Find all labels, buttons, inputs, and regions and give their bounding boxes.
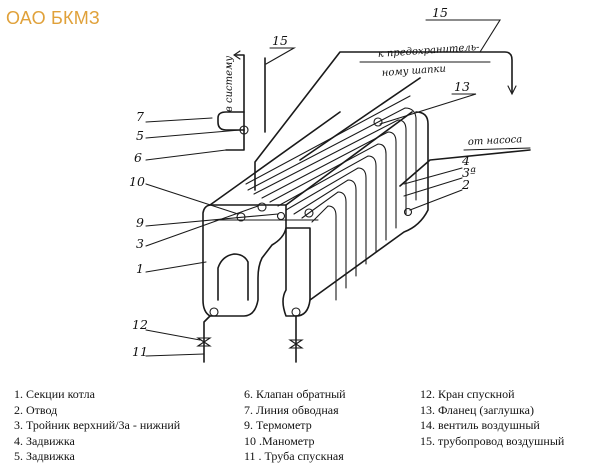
- system-arrow: [233, 50, 241, 60]
- drain-joint-left: [209, 307, 219, 317]
- callout-labels: 7 5 6 10 9 3 1 12 11 15 15 13 4 3ª 2: [129, 5, 476, 359]
- legend-item: 11 . Труба спускная: [244, 449, 344, 464]
- legend-column-3: 12. Кран спускной 13. Фланец (заглушка) …: [420, 387, 564, 449]
- callout-13: 13: [454, 79, 470, 94]
- front-outline: [202, 204, 287, 317]
- callout-15-mid: 15: [272, 33, 288, 48]
- section-7: [293, 179, 357, 277]
- leader-1: [145, 261, 207, 273]
- thermometer-9: [276, 211, 286, 221]
- leader-11: [145, 353, 205, 357]
- legend-item: 14. вентиль воздушный: [420, 418, 540, 433]
- bypass-line-7: [217, 111, 245, 131]
- legend-item: 9. Термометр: [244, 418, 312, 433]
- pipework: [203, 51, 531, 363]
- section-4: [269, 143, 387, 241]
- leader-7: [145, 117, 213, 123]
- leader-15-mid: [265, 47, 297, 65]
- callout-15-top: 15: [432, 5, 448, 20]
- legend-column-1: 1. Секции котла 2. Отвод 3. Тройник верх…: [14, 387, 180, 465]
- legend-item: 10 .Манометр: [244, 433, 315, 448]
- air-pipeline-15: [254, 51, 513, 191]
- middle-leg-outline: [282, 227, 311, 317]
- return-from-pump: [399, 149, 531, 187]
- callout-3: 3: [136, 236, 144, 251]
- section-5: [277, 155, 377, 253]
- callout-4: 4: [461, 153, 470, 168]
- legend-item: 3. Тройник верхний/3а - нижний: [14, 418, 181, 433]
- section-2: [253, 119, 407, 215]
- front-inner-arch: [217, 253, 249, 301]
- flange-13: [373, 117, 383, 127]
- expander-pipe: [299, 77, 421, 161]
- callout-7: 7: [136, 109, 144, 124]
- supply-to-system: [235, 54, 245, 131]
- callout-5: 5: [136, 128, 144, 143]
- from-pump-label: от насоса: [468, 134, 523, 148]
- boiler-front-silhouette: [202, 204, 311, 317]
- section-stack: [209, 107, 429, 301]
- leader-lines: [145, 19, 531, 357]
- legend-column-2: 6. Клапан обратный 7. Линия обводная 9. …: [244, 387, 346, 465]
- leader-13: [379, 93, 477, 125]
- leader-3a: [403, 177, 463, 197]
- legend-item: 5. Задвижка: [14, 449, 75, 464]
- drain-pipe-left: [203, 315, 211, 363]
- manometer-10: [304, 208, 314, 218]
- flow-annotations: к предохранитель- ному шапки в систему о…: [224, 42, 523, 148]
- parts-legend: 1. Секции котла 2. Отвод 3. Тройник верх…: [14, 387, 594, 467]
- check-valve-line: [225, 129, 245, 151]
- section-6: [285, 167, 367, 265]
- leader-12: [145, 329, 201, 341]
- section-8: [301, 191, 347, 289]
- to-system-label: в систему: [224, 56, 235, 112]
- callout-10: 10: [129, 174, 145, 189]
- air-pipe-arrow: [507, 85, 517, 96]
- fittings: [196, 50, 517, 349]
- legend-item: 2. Отвод: [14, 402, 58, 417]
- to-expander-line-2: ному шапки: [381, 64, 446, 79]
- legend-item: 12. Кран спускной: [420, 387, 515, 401]
- callout-12: 12: [132, 317, 148, 332]
- leader-10: [145, 183, 239, 215]
- pump-underline: [463, 147, 531, 151]
- drain-valve-12-body: [196, 337, 212, 347]
- callout-6: 6: [134, 150, 142, 165]
- drain-valve-right-body: [288, 339, 304, 349]
- back-wall: [309, 111, 429, 301]
- callout-11: 11: [132, 344, 148, 359]
- section-3: [261, 131, 397, 229]
- legend-item: 13. Фланец (заглушка): [420, 402, 534, 417]
- legend-item: 15. трубопровод воздушный: [420, 433, 565, 448]
- legend-item: 1. Секции котла: [14, 387, 95, 401]
- legend-item: 6. Клапан обратный: [244, 387, 346, 401]
- leader-15-top: [425, 19, 501, 53]
- boiler-diagram: 7 5 6 10 9 3 1 12 11 15 15 13 4 3ª 2 к п…: [129, 5, 531, 363]
- top-edge-right: [285, 111, 413, 206]
- company-logo: ОАО БКМЗ: [6, 8, 100, 28]
- section-1: [247, 107, 417, 201]
- callout-2: 2: [461, 177, 470, 192]
- air-valve-14: [403, 207, 413, 217]
- callout-3a: 3ª: [462, 165, 476, 180]
- section-9: [311, 205, 337, 301]
- legend-item: 4. Задвижка: [14, 433, 75, 448]
- top-edge-left: [209, 111, 341, 206]
- leader-3: [145, 205, 259, 247]
- leader-6: [145, 149, 227, 161]
- leader-4: [403, 167, 463, 185]
- drain-joint-right: [291, 307, 301, 317]
- leader-5: [145, 129, 241, 139]
- tee-3a-bottom: [257, 202, 267, 212]
- leader-2: [409, 189, 463, 211]
- leader-9: [145, 213, 279, 227]
- legend-item: 7. Линия обводная: [244, 402, 339, 417]
- callout-1: 1: [136, 261, 144, 276]
- callout-9: 9: [136, 215, 144, 230]
- manifold-top: [245, 95, 411, 185]
- to-expander-line-1: к предохранитель-: [377, 42, 480, 60]
